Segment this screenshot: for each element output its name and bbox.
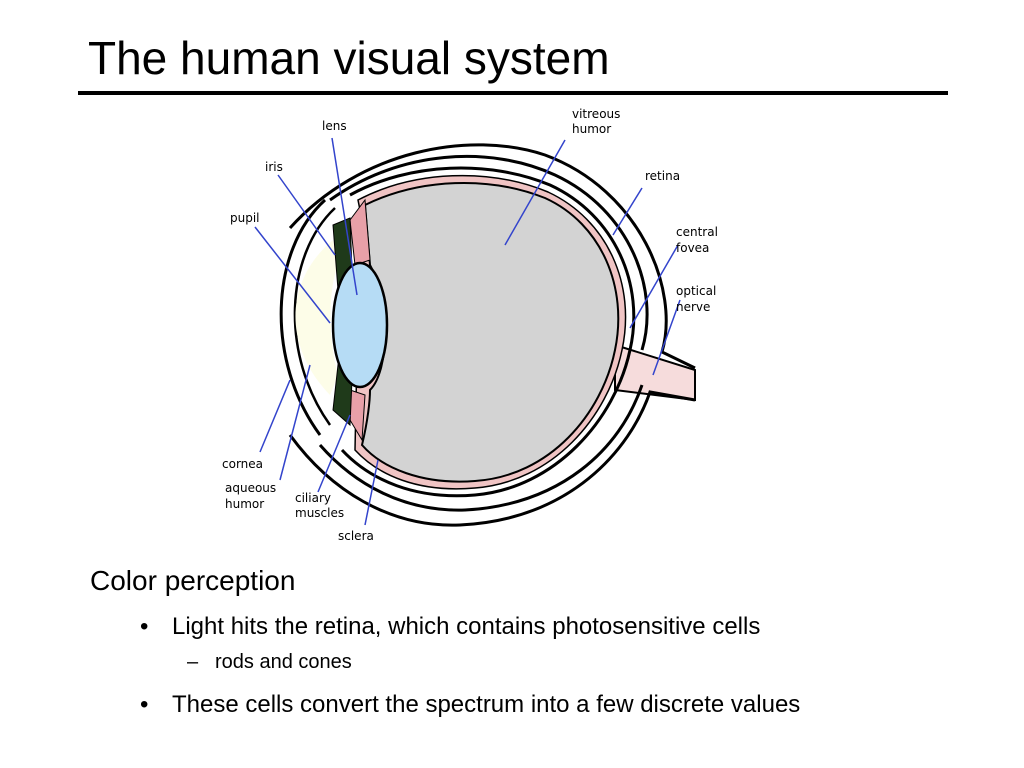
label-vitreous-line1: vitreous [572,107,620,121]
label-optical-line1: optical [676,284,716,298]
bullet-text: These cells convert the spectrum into a … [172,691,801,718]
leader-vitreous [504,139,566,246]
eye-diagram: lens vitreous humor iris retina pupil ce… [210,100,730,555]
label-cornea: cornea [222,457,263,471]
label-aqueous-line1: aqueous [225,481,276,495]
label-lens: lens [322,119,347,133]
bullet-text: Light hits the retina, which contains ph… [172,613,761,640]
bullet-marker: • [140,691,149,718]
leader-ciliary [317,414,351,493]
label-pupil: pupil [230,211,260,225]
section-heading: Color perception [90,565,296,596]
label-aqueous-line2: humor [225,497,264,511]
sclera-outer [288,143,696,527]
bullet-marker: • [140,613,149,640]
label-central-line1: central [676,225,718,239]
leader-lens [331,137,358,296]
leader-aqueous [279,364,311,481]
vitreous-body [360,182,620,483]
cornea-inner [293,207,336,426]
cornea-outer [279,198,327,436]
label-ciliary-line2: muscles [295,506,344,520]
leader-sclera [364,459,379,526]
label-sclera: sclera [338,529,374,543]
label-iris: iris [265,160,283,174]
sub-bullet-marker: – [187,651,199,673]
choroid-layer [340,166,636,498]
aqueous-humor [295,240,338,395]
title-underline [78,91,948,95]
leader-optical [652,299,681,376]
leader-iris [277,174,336,256]
ciliary-muscle-top [349,198,371,266]
ciliary-muscle-bottom [349,389,366,442]
label-central-line2: fovea [676,241,709,255]
label-ciliary-line1: ciliary [295,491,331,505]
lens [331,261,389,389]
label-retina: retina [645,169,680,183]
slide-title: The human visual system [88,32,610,84]
leader-cornea [259,379,291,453]
label-vitreous-line2: humor [572,122,611,136]
label-optical-line2: nerve [676,300,710,314]
leader-fovea [629,244,679,329]
sclera-inner [318,155,649,512]
sub-bullet-text: rods and cones [215,651,352,673]
leader-retina [612,187,643,236]
leader-pupil [254,226,331,324]
